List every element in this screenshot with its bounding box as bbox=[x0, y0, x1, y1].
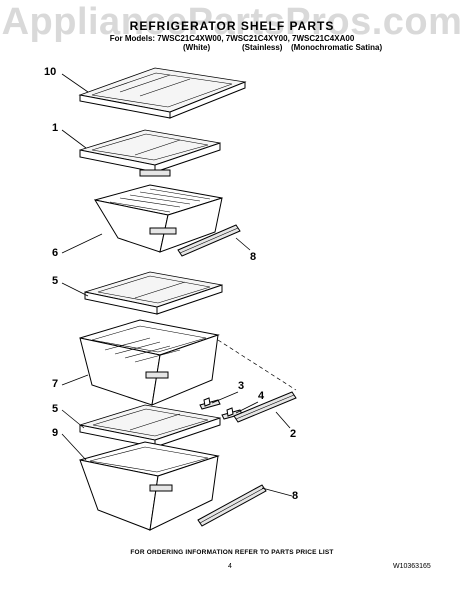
drawer-slide-part-2 bbox=[233, 391, 297, 423]
document-number: W10363165 bbox=[393, 563, 431, 570]
finish-stainless: (Stainless) bbox=[242, 43, 283, 52]
leader-lines bbox=[61, 73, 293, 497]
callout-2: 2 bbox=[290, 428, 297, 440]
model-numbers: For Models: 7WSC21C4XW00, 7WSC21C4XY00, … bbox=[109, 34, 355, 43]
callout-1: 1 bbox=[52, 122, 59, 134]
finish-monochromatic: (Monochromatic Satina) bbox=[291, 43, 383, 52]
latch-part-3 bbox=[199, 397, 221, 410]
callout-6: 6 bbox=[52, 247, 59, 259]
callout-3: 3 bbox=[238, 380, 245, 392]
page-number: 4 bbox=[228, 563, 232, 570]
ordering-note: FOR ORDERING INFORMATION REFER TO PARTS … bbox=[130, 549, 334, 556]
watermark: AppliancePartsPros.com bbox=[1, 1, 463, 43]
shelf-part-10 bbox=[78, 67, 247, 119]
callout-5-middle: 5 bbox=[52, 275, 59, 287]
callout-10: 10 bbox=[44, 66, 57, 78]
shelf-part-5-lower bbox=[79, 404, 221, 448]
alignment-line bbox=[217, 339, 297, 391]
crisper-drawer-part-6 bbox=[93, 184, 223, 253]
finish-white: (White) bbox=[183, 43, 211, 52]
drawer-slide-part-8-lower bbox=[197, 484, 267, 527]
callout-9: 9 bbox=[52, 427, 59, 439]
callout-4: 4 bbox=[258, 390, 265, 402]
page-title: REFRIGERATOR SHELF PARTS bbox=[129, 19, 335, 33]
shelf-part-1 bbox=[79, 129, 221, 177]
deli-drawer-part-7 bbox=[79, 319, 220, 406]
shelf-part-5-middle bbox=[84, 271, 223, 315]
callout-5-lower: 5 bbox=[52, 403, 59, 415]
crisper-drawer-part-9 bbox=[79, 441, 220, 531]
callout-8-top: 8 bbox=[250, 251, 257, 263]
drawer-slide-part-8-upper bbox=[177, 224, 241, 257]
callout-7: 7 bbox=[52, 378, 59, 390]
callout-8-bottom: 8 bbox=[292, 490, 299, 502]
